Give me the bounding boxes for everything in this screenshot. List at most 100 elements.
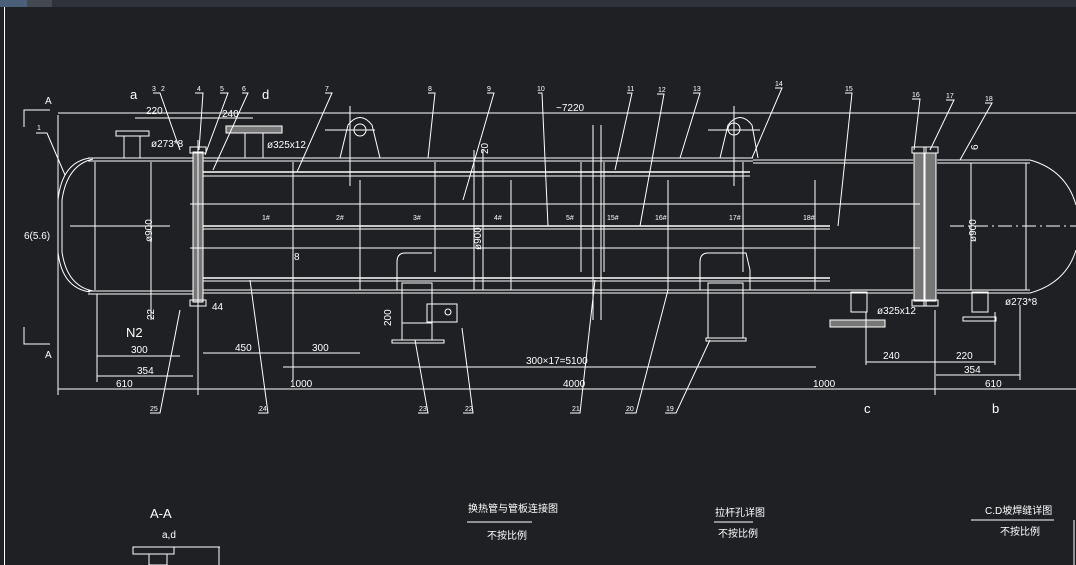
part-number: 1 <box>37 125 41 132</box>
detail-title: 拉杆孔详图 <box>715 506 765 519</box>
saddle-right <box>699 252 751 342</box>
detail-title: C.D坡焊缝详图 <box>985 504 1052 517</box>
tube-label: 15# <box>607 215 619 222</box>
view-letter-c: c <box>864 401 871 416</box>
dimension-label: 610 <box>985 379 1002 390</box>
part-number: 21 <box>572 406 580 413</box>
dimension-texts: 220 240 ø273*8 ø325x12 6(5.6) ø900 ø900 … <box>24 106 1038 390</box>
dimension-label: ø273*8 <box>1005 297 1038 308</box>
section-mark-bottom: A <box>23 327 52 361</box>
part-number: 23 <box>419 406 427 413</box>
detail-tube-joint: 换热管与管板连接图 不按比例 <box>467 502 558 542</box>
part-numbers-top: 1 3 2 4 5 6 7 8 9 10 11 12 13 14 15 16 1… <box>37 81 993 132</box>
lifting-lug-right <box>708 106 760 186</box>
part-number: 10 <box>537 86 545 93</box>
dimension-label: 6 <box>970 144 981 150</box>
dimension-label: ø273*8 <box>151 139 184 150</box>
nozzle-n2-label: N2 <box>126 325 143 340</box>
dimension-label: 200 <box>383 309 394 326</box>
part-number: 5 <box>220 86 224 93</box>
tab-inactive[interactable] <box>27 0 52 7</box>
view-letter-d: d <box>262 87 269 102</box>
view-letter-b: b <box>992 401 999 416</box>
dimension-label: ø325x12 <box>877 306 916 317</box>
dimension-label: 220 <box>146 106 163 117</box>
dimension-label: ø900 <box>144 219 155 242</box>
overall-dimension: ~7220 <box>58 103 1076 114</box>
tube-label: 4# <box>494 215 502 222</box>
part-number: 11 <box>627 86 634 93</box>
detail-tie-rod-hole: 拉杆孔详图 不按比例 <box>714 506 765 540</box>
detail-title: 换热管与管板连接图 <box>468 502 558 515</box>
baffles <box>292 125 816 380</box>
part-number: 4 <box>197 86 201 93</box>
dimension-lines <box>57 115 1076 395</box>
dimension-label: ø900 <box>473 227 484 250</box>
part-number: 13 <box>693 86 701 93</box>
part-number: 18 <box>985 96 993 103</box>
nozzle-top <box>225 125 283 159</box>
dimension-label: 240 <box>222 109 239 120</box>
section-mark-label: A <box>45 96 52 107</box>
leader-lines <box>36 87 993 414</box>
nozzle-left-top <box>115 130 150 159</box>
dimension-label: 22 <box>146 308 157 320</box>
part-number: 24 <box>259 406 267 413</box>
tab-bar <box>0 0 1076 7</box>
dimension-label: 354 <box>964 365 981 376</box>
right-tubesheet <box>911 146 939 307</box>
part-number: 12 <box>658 87 666 94</box>
detail-a-a: A-A a,d <box>132 506 220 565</box>
dimension-label: 240 <box>883 351 900 362</box>
tube-label: 3# <box>413 215 421 222</box>
tube-label: 18# <box>803 215 815 222</box>
part-numbers-bottom: 25 24 23 22 21 20 19 <box>150 406 674 413</box>
section-mark-label: A <box>45 350 52 361</box>
part-number: 2 <box>161 86 165 93</box>
part-number: 17 <box>946 93 954 100</box>
dimension-label: 610 <box>116 379 133 390</box>
tab-active[interactable] <box>0 0 27 7</box>
dimension-label: 354 <box>137 366 154 377</box>
dimension-label: 4000 <box>563 379 586 390</box>
part-number: 3 <box>152 86 156 93</box>
part-number: 14 <box>775 81 783 88</box>
section-mark-top: A <box>23 96 52 127</box>
dimension-label: ø900 <box>968 219 979 242</box>
detail-subtitle: 不按比例 <box>718 527 758 540</box>
part-number: 8 <box>428 86 432 93</box>
detail-subtitle: a,d <box>162 530 176 541</box>
part-number: 25 <box>150 406 158 413</box>
lifting-lug-left <box>325 106 381 186</box>
dimension-label: 20 <box>480 142 491 154</box>
dimension-label: 220 <box>956 351 973 362</box>
dimension-label: 6(5.6) <box>24 231 50 242</box>
tube-label: 5# <box>566 215 574 222</box>
tube-label: 17# <box>729 215 741 222</box>
dimension-label: 300 <box>131 345 148 356</box>
tube-bundle <box>190 171 920 282</box>
detail-subtitle: 不按比例 <box>487 529 527 542</box>
vessel-shell <box>57 157 1076 295</box>
tube-label: 16# <box>655 215 667 222</box>
saddle-left <box>391 252 458 344</box>
part-number: 15 <box>845 86 853 93</box>
part-number: 9 <box>487 86 491 93</box>
part-number: 16 <box>912 92 920 99</box>
part-number: 19 <box>666 406 674 413</box>
part-number: 22 <box>465 406 473 413</box>
dimension-label: 44 <box>212 302 224 313</box>
dimension-label: ø325x12 <box>267 140 306 151</box>
part-number: 20 <box>626 406 634 413</box>
dimension-label: 8 <box>294 252 300 263</box>
tube-label: 1# <box>262 215 270 222</box>
dimension-label: 1000 <box>813 379 836 390</box>
dimension-label: 300×17=5100 <box>526 356 588 367</box>
part-number: 7 <box>325 86 329 93</box>
overall-dimension-label: ~7220 <box>556 103 585 114</box>
tube-labels: 1# 2# 3# 4# 5# 15# 16# 17# 18# <box>262 215 815 222</box>
detail-subtitle: 不按比例 <box>1000 525 1040 538</box>
detail-weld: C.D坡焊缝详图 不按比例 <box>971 504 1054 538</box>
